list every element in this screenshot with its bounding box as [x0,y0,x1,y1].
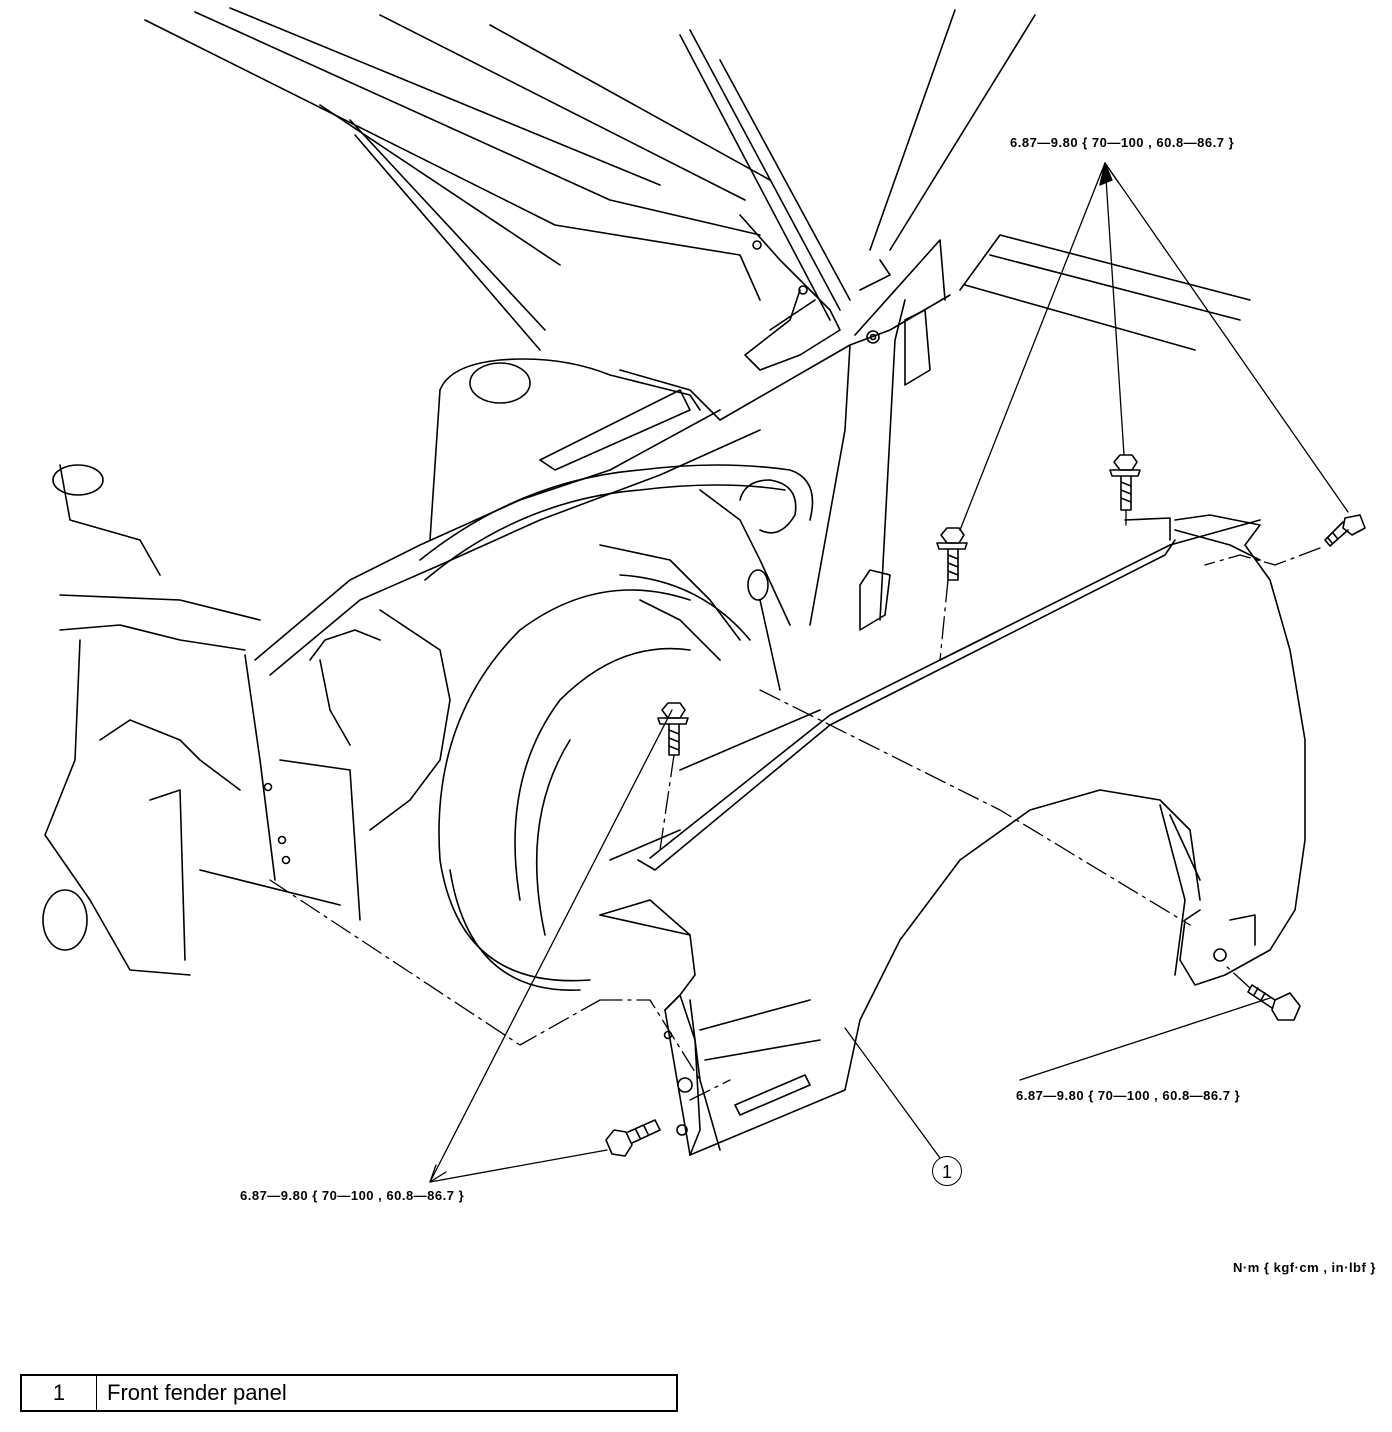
parts-legend: 1 Front fender panel [20,1374,678,1412]
alignment-lines [269,509,1321,1101]
legend-number: 1 [20,1374,97,1412]
engine-bay-structure [42,358,761,976]
torque-units: N·m { kgf·cm , in·lbf } [1233,1260,1376,1275]
front-fender-panel [599,514,1306,1156]
torque-spec-right: 6.87—9.80 { 70—100 , 60.8—86.7 } [1016,1088,1241,1103]
bolt-top-right [1324,514,1366,547]
bolt-bottom-left [605,1119,661,1157]
inner-wheel-arch [438,489,821,991]
leader-lines [429,162,1349,1183]
torque-spec-top: 6.87—9.80 { 70—100 , 60.8—86.7 } [1010,135,1235,150]
hoses [419,464,814,691]
cowl-structure [619,234,1251,631]
hood-hinge [739,214,841,371]
legend-part-name: Front fender panel [96,1374,678,1412]
bolt-top-left [936,527,968,581]
callout-number: 1 [932,1156,962,1186]
hood [144,7,1036,351]
torque-spec-bottom: 6.87—9.80 { 70—100 , 60.8—86.7 } [240,1188,465,1203]
bolt-top-center [1109,454,1141,511]
legend-row: 1 Front fender panel [20,1374,678,1412]
